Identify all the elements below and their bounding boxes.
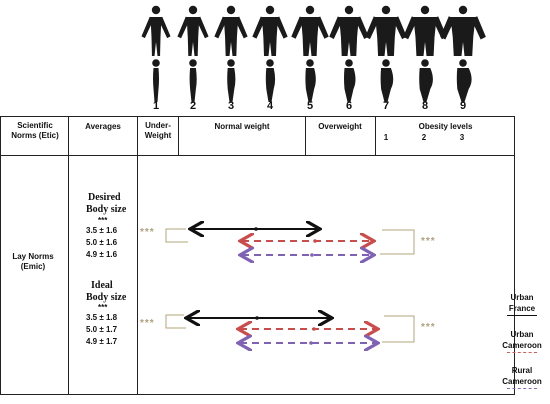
header-normal-weight: Normal weight: [214, 122, 270, 131]
legend-urban-cameroon: Urban Cameroon: [494, 329, 550, 353]
side-silhouette-2: [189, 59, 197, 102]
desired-rural-cameroon-mean-marker: [310, 253, 314, 257]
desired-right-significance: ***: [421, 236, 436, 247]
header-obesity-2: 2: [421, 133, 427, 142]
ideal-title-line1: Ideal: [91, 280, 113, 291]
header-averages: Averages: [85, 122, 121, 131]
header-obesity-levels: Obesity levels: [418, 122, 473, 131]
legend-rural-cameroon-line1: Rural: [511, 366, 533, 375]
legend-urban-france-swatch: [507, 315, 537, 316]
figure-number-6: 6: [345, 100, 353, 112]
legend-urban-france-line1: Urban: [510, 293, 534, 302]
figure-number-5: 5: [306, 100, 314, 112]
figure-number-7: 7: [382, 100, 390, 112]
ideal-title-line2: Body size: [86, 292, 127, 303]
column-divider-3: [178, 116, 179, 156]
front-silhouette-9: [440, 5, 486, 56]
desired-stars: ***: [98, 216, 108, 225]
header-overweight: Overweight: [318, 122, 362, 131]
column-divider-2: [137, 116, 138, 395]
ideal-rural-cameroon-mean-marker: [309, 341, 313, 345]
ideal-urban-cameroon-mean-marker: [312, 327, 316, 331]
side-silhouette-4: [265, 59, 276, 102]
side-silhouette-9: [456, 59, 472, 102]
figure-number-4: 4: [266, 100, 274, 112]
header-underweight: Under-Weight: [144, 121, 172, 140]
legend-urban-cameroon-line1: Urban: [510, 330, 534, 339]
legend-rural-cameroon: Rural Cameroon: [494, 365, 550, 389]
table-right-border: [514, 116, 515, 395]
legend-rural-cameroon-swatch: [507, 388, 537, 389]
legend-urban-cameroon-line2: Cameroon: [502, 341, 542, 350]
front-silhouette-4: [252, 5, 288, 56]
front-silhouette-3: [214, 5, 248, 56]
front-silhouette-2: [177, 5, 209, 56]
front-silhouette-7: [365, 5, 407, 56]
ideal-stars: ***: [98, 303, 108, 312]
front-silhouette-5: [291, 5, 329, 56]
ideal-right-bracket: [382, 315, 415, 343]
side-silhouettes: [152, 59, 472, 102]
desired-left-significance: ***: [140, 227, 155, 238]
figure-number-1: 1: [152, 100, 160, 112]
ideal-value-france: 3.5 ± 1.8: [86, 313, 118, 322]
table-left-border: [0, 116, 1, 395]
desired-france-mean-marker: [254, 227, 258, 231]
desired-title-line2: Body size: [86, 204, 127, 215]
desired-value-france: 3.5 ± 1.6: [86, 226, 118, 235]
front-silhouettes: [141, 5, 486, 56]
lay-norms-label: Lay Norms (Emic): [12, 252, 54, 271]
desired-title-line1: Desired: [88, 192, 121, 203]
header-obesity-3: 3: [459, 133, 465, 142]
figure-number-2: 2: [189, 100, 197, 112]
legend-urban-france: Urban France: [494, 292, 550, 316]
column-divider-5: [375, 116, 376, 156]
side-silhouette-7: [380, 59, 394, 102]
desired-right-bracket: [380, 229, 415, 255]
desired-urban-cameroon-mean-marker: [313, 239, 317, 243]
ideal-left-bracket: [165, 314, 186, 329]
ideal-left-significance: ***: [140, 318, 155, 329]
legend-rural-cameroon-line2: Cameroon: [502, 377, 542, 386]
column-divider-1: [68, 116, 69, 395]
desired-value-urban-cameroon: 5.0 ± 1.6: [86, 238, 118, 247]
ideal-right-significance: ***: [421, 322, 436, 333]
desired-value-rural-cameroon: 4.9 ± 1.6: [86, 250, 118, 259]
legend-urban-france-line2: France: [508, 304, 536, 313]
table-top-border: [0, 116, 515, 117]
legend-urban-cameroon-swatch: [507, 352, 537, 353]
figure-number-8: 8: [421, 100, 429, 112]
figure-number-3: 3: [227, 100, 235, 112]
header-scientific-norms: Scientific Norms (Etic): [11, 121, 59, 140]
ideal-value-rural-cameroon: 4.9 ± 1.7: [86, 337, 118, 346]
header-obesity-1: 1: [383, 133, 389, 142]
ideal-france-mean-marker: [255, 316, 259, 320]
side-silhouette-6: [344, 59, 356, 102]
table-header-bottom: [0, 155, 515, 156]
side-silhouette-3: [227, 59, 236, 102]
side-silhouette-1: [152, 59, 160, 102]
table-bottom-border: [0, 394, 515, 395]
side-silhouette-8: [419, 59, 433, 102]
figure-number-9: 9: [459, 100, 467, 112]
norms-table: [0, 116, 515, 395]
ideal-value-urban-cameroon: 5.0 ± 1.7: [86, 325, 118, 334]
side-silhouette-5: [305, 59, 316, 102]
front-silhouette-6: [329, 5, 369, 56]
column-divider-4: [305, 116, 306, 156]
desired-left-bracket: [165, 228, 188, 243]
front-silhouette-1: [141, 5, 171, 56]
